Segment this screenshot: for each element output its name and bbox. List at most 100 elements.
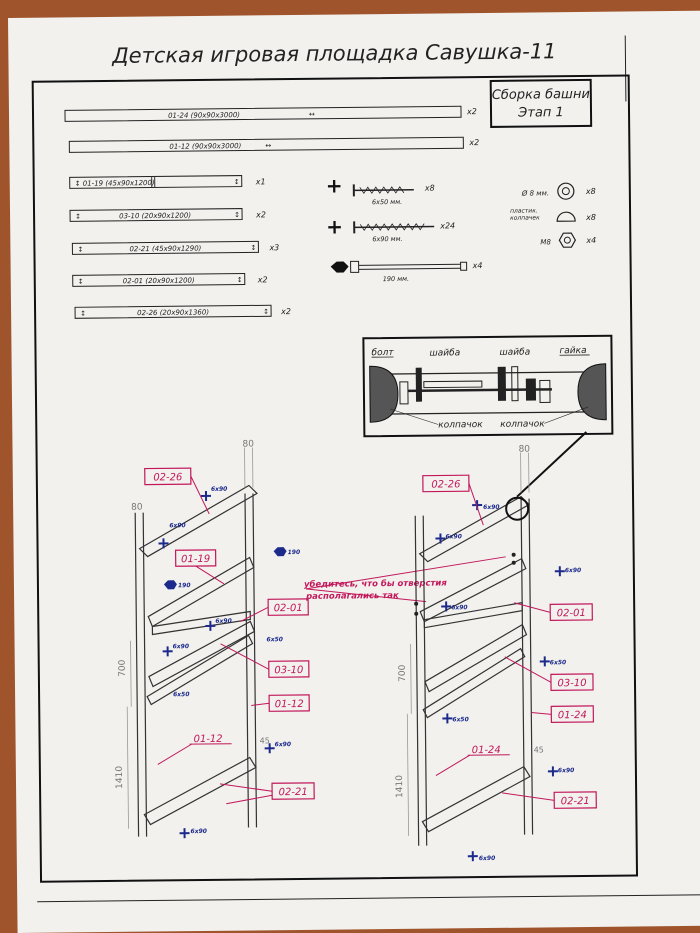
part-tag: 01-19 (181, 554, 210, 565)
part-0201: ↕ 02-01 (20x90x1200) ↕ x2 (72, 273, 268, 287)
screw-callout: 6x90 (445, 533, 461, 540)
arrow-icon: ↕ (78, 278, 84, 286)
phillips-head-icon: + (326, 215, 343, 239)
screw-callout: 6x50 (452, 716, 468, 723)
part-0119-label: 01-19 (45x90x1200) (83, 179, 155, 188)
part-0201-label: 02-01 (20x90x1200) (123, 277, 195, 286)
part-0112-qty: x2 (468, 138, 479, 147)
bolt-detail: болт шайба шайба гайка колпачок колпачок (362, 334, 614, 438)
part-0112: 01-12 (90x90x3000) ↔ x2 (68, 136, 479, 153)
stage-stamp: Сборка башни Этап 1 (489, 78, 593, 128)
cap-qty: x8 (585, 213, 596, 222)
hole-alignment-note: убедитесь, что бы отверстия располагалис… (304, 556, 506, 603)
note-line-1: убедитесь, что бы отверстия (304, 577, 448, 590)
part-0226: ↕ 02-26 (20x90x1360) ↕ x2 (74, 304, 291, 319)
arrow-icon: ↕ (77, 246, 83, 254)
part-0124: 01-24 (90x90x3000) ↔ x2 (64, 105, 477, 122)
bolt-qty: x4 (472, 261, 483, 270)
bolt-neck (350, 260, 360, 273)
hardware-cap: пластик. колпачек x8 (510, 207, 596, 222)
part-0119: ↕ 01-19 (45x90x1200) ↕ x1 (69, 175, 266, 189)
part-0124-qty: x2 (466, 107, 477, 116)
screw-callout: 6x50 (266, 636, 282, 643)
bolt-head-icon (273, 547, 287, 557)
part-0201-qty: x2 (257, 275, 268, 284)
part-0226-qty: x2 (280, 307, 291, 316)
arrow-icon: ↕ (237, 276, 243, 284)
part-tag: 03-10 (557, 678, 586, 689)
screw-callout: 6x90 (211, 486, 227, 493)
screw-callout: 6x90 (275, 741, 291, 748)
arrow-icon: ↕ (234, 178, 240, 186)
part-0112-label: 01-12 (90x90x3000) (169, 142, 241, 151)
dimension-label: 1410 (395, 775, 405, 798)
arrow-icon: ↕ (75, 213, 81, 221)
dimension-label: 80 (131, 503, 143, 513)
screw-callout: 6x50 (550, 659, 566, 666)
detail-washer-right-label: шайба (499, 348, 530, 358)
screw-6x50-label: 6x50 мм. (372, 198, 402, 206)
part-0124-label: 01-24 (90x90x3000) (168, 111, 240, 120)
bolt-head-icon (163, 580, 177, 590)
nut-icon (558, 232, 577, 248)
part-tag: 01-12 (275, 699, 304, 710)
screw-callout: 6x90 (479, 855, 495, 862)
dimension-label: 45 (534, 745, 544, 754)
arrow-icon: ↕ (80, 310, 86, 318)
stamp-stage: Этап 1 (517, 105, 564, 120)
part-tag: 03-10 (274, 665, 303, 676)
part-tag: 02-21 (561, 796, 590, 807)
bottom-rule (37, 894, 700, 903)
screw-callout: 6x90 (483, 504, 499, 511)
screw-6x90-label: 6x90 мм. (372, 235, 402, 243)
screw-callout: 6x90 (565, 567, 581, 574)
part-0310-qty: x2 (255, 210, 266, 219)
cap-label-2: колпачек (510, 214, 540, 221)
nut-label: M8 (540, 238, 551, 246)
tag-box (268, 694, 310, 712)
dimension-label: 700 (118, 659, 128, 677)
dimension-label: 80 (242, 439, 254, 449)
hex-head-icon (330, 261, 349, 273)
screw-6x90-qty: x24 (439, 221, 455, 230)
hardware-bolt: 190 мм. x4 (330, 260, 483, 283)
part-tag: 01-24 (472, 745, 501, 756)
screw-icon (352, 184, 414, 197)
bolt-label: 190 мм. (383, 275, 409, 283)
screw-6x50-qty: x8 (424, 184, 435, 193)
detail-bolt-label: болт (371, 348, 394, 358)
washer-icon (557, 182, 575, 200)
part-0221-qty: x3 (268, 243, 279, 252)
phillips-head-icon: + (326, 174, 343, 198)
washer-left-icon (415, 367, 423, 402)
cap-left-icon (369, 365, 399, 423)
part-0221-label: 02-21 (45x90x1290) (129, 244, 201, 253)
dimension-label: 700 (398, 664, 408, 682)
detail-callout-circle (505, 496, 530, 521)
part-0310-label: 03-10 (20x90x1200) (119, 212, 191, 221)
washer-qty: x8 (585, 187, 596, 196)
note-line-2: располагались так (305, 591, 399, 602)
screw-callout: 6x90 (451, 604, 467, 611)
arrow-icon: ↕ (263, 308, 269, 316)
cap-icon (556, 211, 576, 222)
nut-qty: x4 (585, 236, 596, 245)
washer-label: Ø 8 мм. (521, 189, 549, 197)
detail-cap-right-label: колпачок (500, 419, 545, 429)
hardware-screw-6x50: + 6x50 мм. x8 (326, 174, 435, 207)
cap-label-1: пластик. (510, 207, 538, 214)
bolt-callout: 190 (288, 549, 301, 556)
detail-cap-left-label: колпачок (438, 420, 483, 430)
part-tag: 02-21 (279, 787, 308, 798)
assembly-drawing: Детская игровая площадка Савушка-11 Сбор… (31, 35, 700, 903)
part-tag: 02-26 (153, 472, 182, 483)
bolt-callout: 190 (178, 582, 191, 589)
right-assembly: 6x90 6x90 6x90 6x90 6x90 6x90 6x50 6x50 … (395, 445, 597, 862)
part-0221: ↕ 02-21 (45x90x1290) ↕ x3 (71, 240, 279, 255)
hardware-nut: M8 x4 (540, 232, 596, 248)
sheet-title: Детская игровая площадка Савушка-11 (111, 39, 556, 68)
nut-detail-icon (525, 378, 537, 401)
arrow-icon: ↔ (309, 110, 315, 118)
dimension-label: 1410 (115, 766, 125, 789)
stamp-title: Сборка башни (492, 87, 590, 103)
